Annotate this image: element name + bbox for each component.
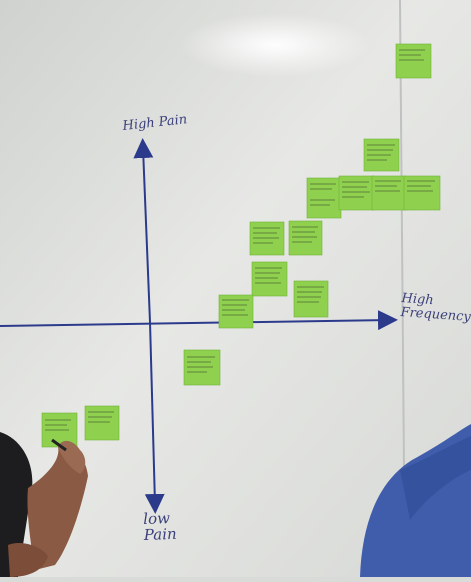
person-left-arm [27, 446, 89, 570]
board-seam [399, 0, 405, 471]
x-axis-arrow [0, 310, 398, 331]
person-right-shadow [400, 436, 471, 520]
sticky-note [403, 175, 441, 211]
sticky-note [251, 261, 288, 297]
sticky-note [218, 294, 254, 329]
y-axis-arrow-down [144, 321, 165, 514]
pen [51, 438, 67, 452]
y-axis-arrow-up [133, 138, 154, 323]
sticky-note [371, 175, 407, 211]
sticky-note [395, 43, 432, 79]
x-axis-right-label: High Frequency [400, 291, 471, 325]
person-lower-hand [8, 543, 48, 577]
sticky-note [338, 175, 375, 211]
sticky-note [306, 177, 342, 219]
note-scribbles [45, 49, 435, 431]
sticky-note [293, 280, 329, 318]
light-glare [180, 13, 370, 77]
sticky-note [84, 405, 120, 441]
y-axis-bottom-label: low Pain [142, 509, 177, 544]
sticky-note [249, 221, 285, 256]
person-left-shoulder [0, 432, 33, 577]
sticky-note [288, 220, 323, 256]
sticky-note [183, 349, 221, 386]
